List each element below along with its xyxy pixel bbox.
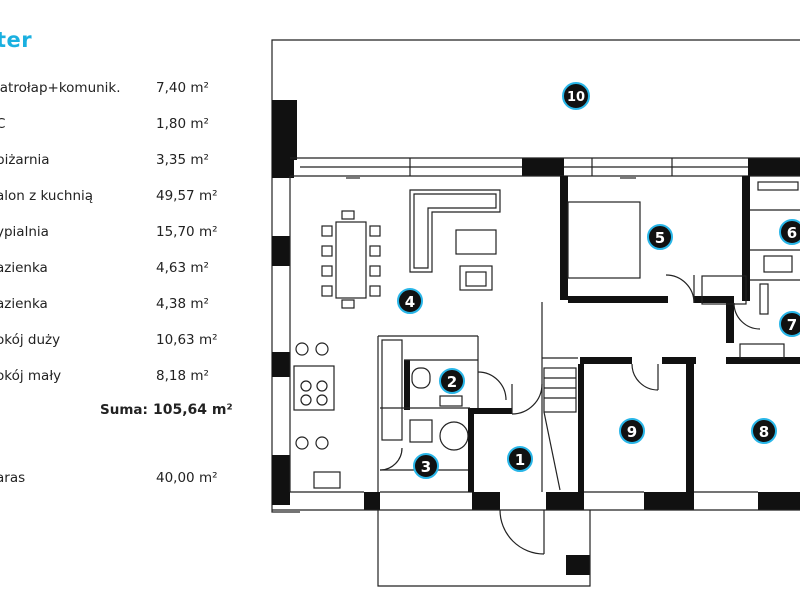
bathroom-fixtures [409,181,799,451]
room-name: azienka [0,260,48,276]
room-row: ypialnia 15,70 m² [0,224,260,246]
marker-3: 3 [413,453,439,479]
room-row: C 1,80 m² [0,116,260,138]
marker-7: 7 [779,311,800,337]
marker-5: 5 [647,224,673,250]
section-title: ter [0,28,33,52]
room-area: 8,18 m² [156,368,209,384]
svg-text:4: 4 [405,293,415,311]
room-area: 10,63 m² [156,332,218,348]
room-area: 15,70 m² [156,224,218,240]
marker-9: 9 [619,418,645,444]
room-name: piżarnia [0,152,50,168]
room-name: iatrołap+komunik. [0,80,121,96]
interior-walls [404,176,800,494]
marker-10: 10 [562,82,590,110]
marker-6: 6 [779,219,800,245]
svg-text:3: 3 [421,458,431,476]
room-area: 4,63 m² [156,260,209,276]
room-row: iatrołap+komunik. 7,40 m² [0,80,260,102]
terrace-row: aras 40,00 m² [0,470,260,492]
terrace-outline [271,39,800,513]
room-row: azienka 4,63 m² [0,260,260,282]
room-area: 7,40 m² [156,80,209,96]
room-row: okój mały 8,18 m² [0,368,260,390]
svg-text:10: 10 [567,90,585,105]
room-name: okój mały [0,368,62,384]
porch-outline [377,510,591,587]
dining-table [321,210,381,309]
svg-text:2: 2 [447,373,457,391]
room-name: C [0,116,6,132]
kitchen [293,339,403,489]
sofa [409,189,501,291]
room-row: okój duży 10,63 m² [0,332,260,354]
room-area: 4,38 m² [156,296,209,312]
svg-text:7: 7 [787,316,797,334]
svg-text:6: 6 [787,224,797,242]
marker-4: 4 [397,288,423,314]
room-row: alon z kuchnią 49,57 m² [0,188,260,210]
room-area: 1,80 m² [156,116,209,132]
svg-text:5: 5 [655,229,665,247]
room-name: alon z kuchnią [0,188,94,204]
svg-text:9: 9 [627,423,637,441]
wall-lines [272,157,800,511]
stairs [543,367,577,491]
room-name: ypialnia [0,224,49,240]
room-row: piżarnia 3,35 m² [0,152,260,174]
svg-text:8: 8 [759,423,769,441]
exterior-walls [272,100,800,575]
room-list: iatrołap+komunik. 7,40 m² C 1,80 m² piża… [0,0,260,600]
doors [379,274,761,555]
room-area: 3,35 m² [156,152,209,168]
room-row: azienka 4,38 m² [0,296,260,318]
sum-label: Suma: [100,402,148,418]
room-name: aras [0,470,26,486]
room-area: 40,00 m² [156,470,218,486]
marker-2: 2 [439,368,465,394]
marker-8: 8 [751,418,777,444]
marker-1: 1 [507,446,533,472]
room-area: 49,57 m² [156,188,218,204]
room-name: okój duży [0,332,61,348]
bedroom-furniture [567,201,747,305]
sum-row: Suma: 105,64 m² [0,402,260,424]
room-name: azienka [0,296,48,312]
sum-value: 105,64 m² [153,402,233,418]
svg-text:1: 1 [515,451,525,469]
